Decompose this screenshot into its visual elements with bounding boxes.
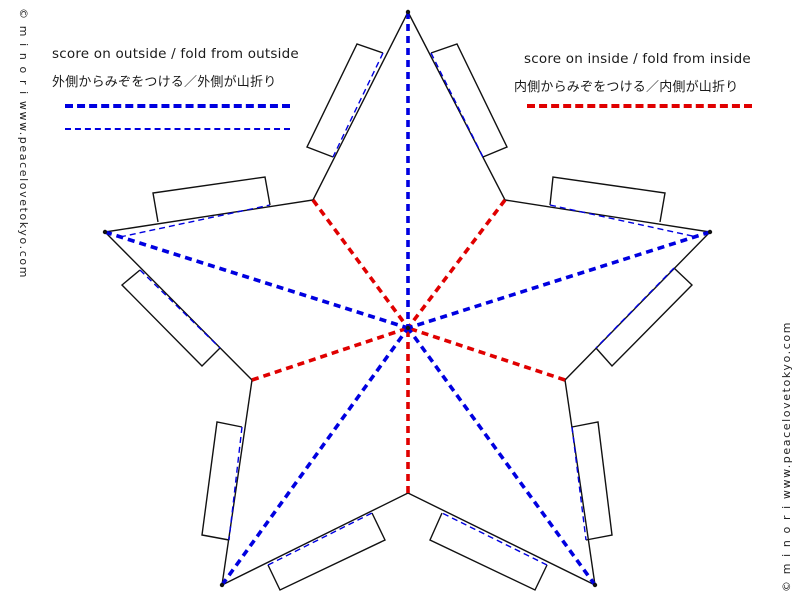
- tab-score-line: [332, 52, 384, 158]
- vertex-dots: [102, 9, 713, 588]
- outside-fold-line: [104, 230, 409, 330]
- glue-tab: [267, 512, 386, 591]
- tab-score-line: [549, 204, 698, 238]
- outside-fold-line: [406, 326, 597, 587]
- vertex-dot: [592, 582, 598, 588]
- credit-left: © m i n o r i www.peacelovetokyo.com: [17, 8, 30, 280]
- legend-inside-swatch: [527, 104, 752, 108]
- inside-fold-line: [311, 198, 410, 330]
- outside-fold-line: [220, 326, 410, 587]
- glue-tab: [549, 176, 666, 223]
- tab-score-lines: [119, 52, 698, 566]
- vertex-dot: [219, 582, 225, 588]
- legend-inside-subtitle: 内側からみぞをつける／内側が山折り: [514, 80, 739, 95]
- glue-tab: [306, 43, 384, 158]
- tab-score-line: [571, 426, 587, 541]
- inside-fold-line: [251, 326, 409, 382]
- tab-score-line: [441, 512, 548, 566]
- glue-tabs: [120, 43, 694, 591]
- legend-outside-swatch-thick: [65, 104, 290, 108]
- glue-tab: [152, 176, 271, 223]
- tab-score-line: [595, 267, 675, 349]
- tab-score-line: [228, 426, 243, 541]
- outside-fold-line: [407, 230, 711, 330]
- glue-tab: [201, 421, 243, 541]
- vertex-dot: [405, 9, 411, 15]
- glue-tab: [429, 512, 548, 591]
- glue-tab: [120, 269, 221, 367]
- glue-tab: [571, 421, 613, 541]
- credit-right: © m i n o r i www.peacelovetokyo.com: [780, 320, 793, 592]
- glue-tab: [595, 267, 694, 368]
- tab-score-line: [119, 204, 271, 238]
- legend-outside-title: score on outside / fold from outside: [52, 46, 299, 62]
- legend-outside-swatch-thin: [65, 128, 290, 130]
- inside-fold-line: [406, 198, 507, 330]
- outside-fold-lines: [104, 12, 711, 587]
- legend-inside-title: score on inside / fold from inside: [524, 51, 751, 67]
- center-dot: [405, 325, 411, 331]
- vertex-dot: [102, 229, 108, 235]
- inside-fold-line: [407, 326, 566, 382]
- vertex-dot: [707, 229, 713, 235]
- tab-score-line: [139, 269, 221, 349]
- glue-tab: [430, 43, 508, 158]
- tab-score-line: [267, 512, 373, 566]
- inside-fold-lines: [251, 198, 566, 493]
- legend-outside-subtitle: 外側からみぞをつける／外側が山折り: [52, 75, 277, 90]
